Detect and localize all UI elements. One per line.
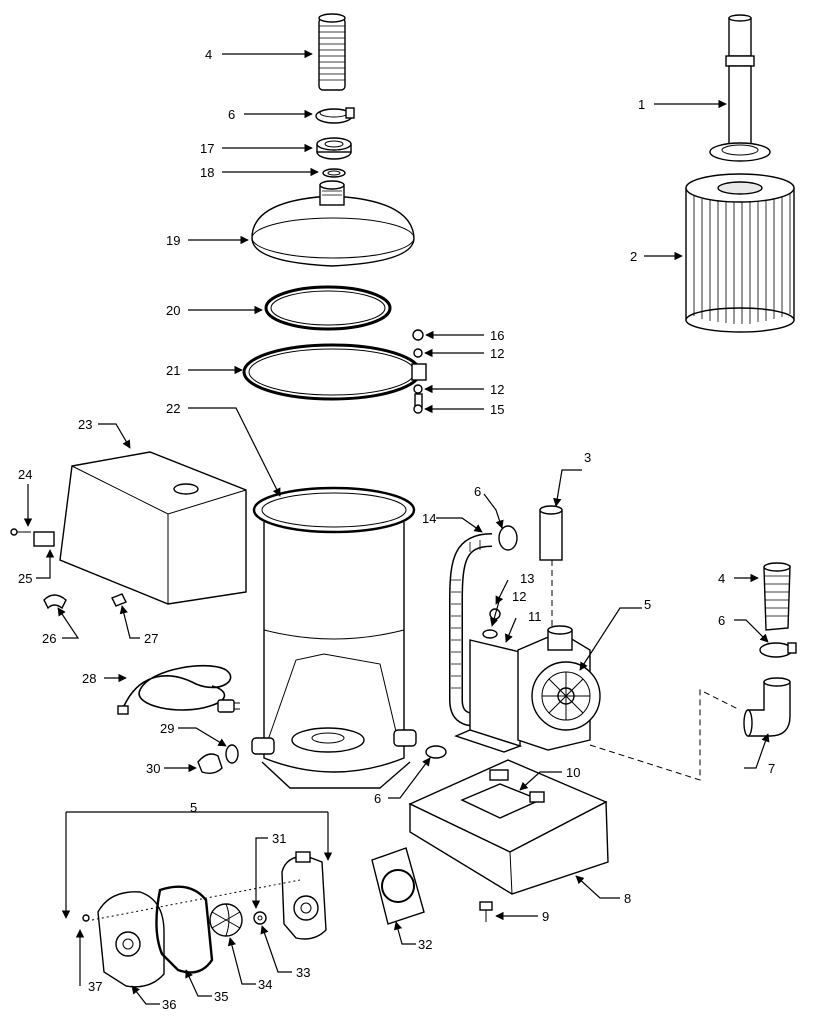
pump-part-5 [517,625,601,751]
callout-30: 30 [146,761,160,776]
power-cord-part-28 [117,664,240,715]
callout-8: 8 [624,891,631,906]
callout-6-top: 6 [228,107,235,122]
clamp-part-6-top [315,107,355,124]
callout-7: 7 [768,761,775,776]
mount-part-10 [460,769,545,819]
callout-27: 27 [144,631,158,646]
callout-23: 23 [78,417,92,432]
gasket-part-35 [155,885,214,974]
clamp-part-6-mid [498,525,518,551]
impeller-part-34 [209,903,243,937]
callout-28: 28 [82,671,96,686]
leader-lines [23,49,770,1005]
callout-37: 37 [88,979,102,994]
fitting-part-3 [539,505,563,561]
callout-12-b: 12 [490,382,504,397]
hose-part-4-top [318,13,346,91]
base-part-8 [408,759,609,895]
clamp-part-6-right [759,642,797,658]
callout-11: 11 [528,609,542,624]
hardware-stack [412,329,424,414]
callout-13: 13 [520,571,534,586]
callout-21: 21 [166,363,180,378]
callout-6-mid: 6 [474,484,481,499]
pump-housing-part-36-37 [82,891,165,988]
nut-part-17 [316,137,352,160]
callout-22: 22 [166,401,180,416]
callout-5-group: 5 [190,800,197,815]
hose-part-4-right [763,562,791,631]
filter-cartridge-part-2 [685,173,795,333]
clamp-band-part-21 [242,343,427,401]
elbow-part-7 [743,677,791,737]
assembly-lines [61,560,741,921]
standpipe-part-1 [709,14,771,162]
callout-4-top: 4 [205,47,212,62]
motor-bracket-part-11 [454,639,523,753]
callout-25: 25 [18,571,32,586]
callout-16: 16 [490,328,504,343]
callout-17: 17 [200,141,214,156]
callout-2: 2 [630,249,637,264]
callout-6-right: 6 [718,613,725,628]
callout-36: 36 [162,997,176,1012]
callout-35: 35 [214,989,228,1004]
callout-14: 14 [422,511,436,526]
gasket-plate-part-32 [371,847,425,925]
callout-15: 15 [490,402,504,417]
screw-part-9 [479,901,493,922]
callout-31: 31 [272,831,286,846]
callout-6-bottom: 6 [374,791,381,806]
gasket-ring-part-20 [264,285,392,331]
callout-10: 10 [566,765,580,780]
nut-washer-part-13-12 [482,608,501,639]
callout-26: 26 [42,631,56,646]
filter-tank-part-22 [251,486,417,789]
filter-lid-part-19 [251,180,415,267]
oring-part-18 [322,168,346,178]
clamp-part-6-bottom [425,745,447,759]
bracket-part-24-25 [10,528,55,547]
callout-5-pump: 5 [644,597,651,612]
callout-18: 18 [200,165,214,180]
volute-part-31 [281,851,327,940]
callout-12-c: 12 [512,589,526,604]
callout-19: 19 [166,233,180,248]
callout-33: 33 [296,965,310,980]
clip-part-26 [43,594,67,610]
motor-cover-part-23 [59,451,247,605]
callout-34: 34 [258,977,272,992]
callout-1: 1 [638,97,645,112]
callout-24: 24 [18,467,32,482]
callout-labels: 4 6 17 18 19 20 21 22 16 12 12 15 1 2 23… [18,47,775,1012]
callout-29: 29 [160,721,174,736]
callout-20: 20 [166,303,180,318]
callout-4-right: 4 [718,571,725,586]
callout-32: 32 [418,937,432,952]
callout-9: 9 [542,909,549,924]
callout-3: 3 [584,450,591,465]
plug-part-29-30 [197,744,239,775]
screw-part-27 [111,593,127,607]
callout-12-a: 12 [490,346,504,361]
seal-part-33 [253,911,267,925]
